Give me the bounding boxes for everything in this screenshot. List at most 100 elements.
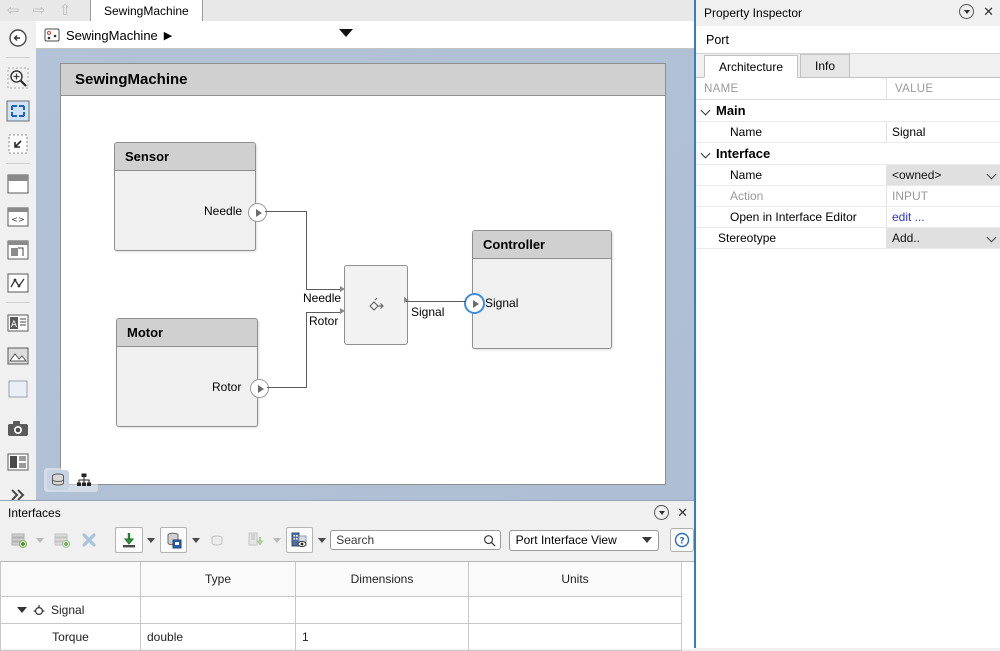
junction-block[interactable] — [340, 265, 409, 345]
cell-interface-name[interactable]: Signal — [0, 596, 141, 624]
junction-label-needle: Needle — [303, 291, 342, 305]
svg-text:A: A — [11, 320, 18, 330]
close-icon[interactable]: ✕ — [677, 505, 688, 520]
property-group-interface[interactable]: Interface — [696, 143, 1000, 165]
view-filter-caret[interactable] — [315, 528, 328, 552]
port-controller-signal[interactable] — [464, 293, 485, 314]
junction-in-port-rotor[interactable] — [340, 308, 350, 318]
import-icon[interactable] — [115, 527, 143, 553]
model-canvas[interactable]: SewingMachine Sensor Needle Motor Rotor … — [36, 49, 694, 500]
property-group-main[interactable]: Main — [696, 100, 1000, 122]
property-group-main-label: Main — [716, 103, 746, 118]
table-row[interactable]: Signal — [0, 596, 682, 624]
wire-sensor-h1 — [265, 211, 307, 212]
more-chevrons-icon[interactable] — [0, 478, 36, 511]
save-caret[interactable] — [189, 528, 202, 552]
delete-icon[interactable] — [76, 528, 102, 552]
tab-info[interactable]: Info — [800, 54, 851, 77]
import-caret[interactable] — [145, 528, 158, 552]
component-sensor[interactable]: Sensor — [114, 142, 256, 251]
port-label-sensor-needle: Needle — [204, 204, 243, 218]
column-header-type[interactable]: Type — [140, 562, 296, 597]
component-motor-title: Motor — [117, 319, 257, 347]
back-navigate-icon[interactable] — [0, 21, 36, 54]
interfaces-table[interactable]: Type Dimensions Units — [0, 561, 694, 651]
cell-element-name[interactable]: Torque — [0, 623, 141, 651]
property-row-main-name[interactable]: Name Signal — [696, 122, 1000, 143]
property-row-open-interface-editor[interactable]: Open in Interface Editor edit ... — [696, 207, 1000, 228]
view-filter-icon[interactable] — [285, 527, 314, 553]
link-dictionary-icon[interactable] — [204, 528, 230, 552]
port-motor-rotor[interactable] — [250, 379, 269, 398]
cell-type[interactable]: double — [140, 623, 296, 651]
fit-to-view-icon[interactable] — [0, 94, 36, 127]
chevron-circle-icon[interactable] — [959, 4, 975, 19]
close-icon[interactable]: ✕ — [983, 4, 994, 19]
new-interface-caret[interactable] — [34, 528, 47, 552]
chevron-circle-icon[interactable] — [654, 505, 670, 520]
copy-view-icon[interactable] — [0, 233, 36, 266]
port-sensor-needle[interactable] — [248, 203, 267, 222]
search-input[interactable]: Search — [330, 530, 501, 550]
merge-icon — [369, 297, 384, 311]
model-icon — [44, 28, 60, 42]
image-icon[interactable] — [0, 339, 36, 372]
view-select[interactable]: Port Interface View — [508, 529, 660, 551]
property-value-interface-name[interactable]: <owned> — [886, 165, 1000, 185]
assign-caret[interactable] — [271, 528, 284, 552]
column-header-units[interactable]: Units — [468, 562, 682, 597]
tab-architecture[interactable]: Architecture — [704, 55, 799, 78]
property-inspector-tabs: Architecture Info — [696, 54, 1000, 78]
assign-icon[interactable] — [243, 528, 269, 552]
save-dictionary-icon[interactable] — [159, 527, 188, 553]
interface-name-combo[interactable]: <owned> — [887, 165, 1000, 185]
property-value-name[interactable]: Signal — [886, 122, 1000, 142]
new-interface-icon[interactable] — [6, 528, 32, 552]
chevron-down-icon — [702, 149, 711, 158]
forward-arrow-icon[interactable]: ⇨ — [32, 2, 46, 19]
signal-plot-icon[interactable] — [0, 266, 36, 299]
chevron-down-icon — [642, 537, 653, 543]
expand-triangle-icon[interactable] — [17, 607, 27, 613]
window-layout-icon[interactable] — [0, 167, 36, 200]
component-motor[interactable]: Motor — [116, 318, 258, 427]
annotation-icon[interactable]: A — [0, 306, 36, 339]
cell-units[interactable] — [468, 623, 682, 651]
junction-out-port-signal[interactable] — [404, 297, 414, 307]
stereotype-combo[interactable]: Add.. — [887, 228, 1000, 248]
breadcrumb[interactable]: SewingMachine ▶ — [44, 21, 172, 49]
camera-icon[interactable] — [0, 412, 36, 445]
component-controller[interactable]: Controller — [472, 230, 612, 349]
zoom-icon[interactable] — [0, 61, 36, 94]
wire-junction-controller — [406, 301, 466, 302]
code-view-icon[interactable]: <> — [0, 200, 36, 233]
property-value-stereotype[interactable]: Add.. — [886, 228, 1000, 248]
property-row-interface-name[interactable]: Name <owned> — [696, 165, 1000, 186]
canvas-bottom-buttons — [44, 468, 98, 492]
add-element-icon[interactable] — [49, 528, 75, 552]
report-icon[interactable] — [0, 445, 36, 478]
document-tab-sewingmachine[interactable]: SewingMachine — [90, 0, 203, 21]
junction-in-port-needle[interactable] — [340, 286, 350, 296]
property-table-header: NAME VALUE — [696, 78, 1000, 100]
help-button[interactable]: ? — [670, 528, 695, 552]
up-arrow-icon[interactable]: ⇧ — [58, 2, 72, 19]
open-interface-editor-link[interactable]: edit ... — [886, 207, 1000, 227]
zoom-region-icon[interactable] — [0, 127, 36, 160]
breadcrumb-dropdown-icon[interactable] — [339, 29, 353, 37]
area-icon[interactable] — [0, 372, 36, 405]
back-arrow-icon[interactable]: ⇦ — [6, 2, 20, 19]
data-stack-icon[interactable] — [47, 470, 69, 490]
column-header-name[interactable] — [0, 562, 141, 597]
cell-dimensions[interactable]: 1 — [295, 623, 469, 651]
table-row[interactable]: Torque double 1 — [0, 623, 682, 651]
column-header-dimensions[interactable]: Dimensions — [295, 562, 469, 597]
cell-dimensions[interactable] — [295, 596, 469, 624]
property-row-stereotype[interactable]: Stereotype Add.. — [696, 228, 1000, 249]
cell-units[interactable] — [468, 596, 682, 624]
hierarchy-tree-icon[interactable] — [73, 470, 95, 490]
port-label-controller-signal: Signal — [485, 296, 519, 310]
cell-type[interactable] — [140, 596, 296, 624]
property-header-name: NAME — [704, 82, 739, 95]
